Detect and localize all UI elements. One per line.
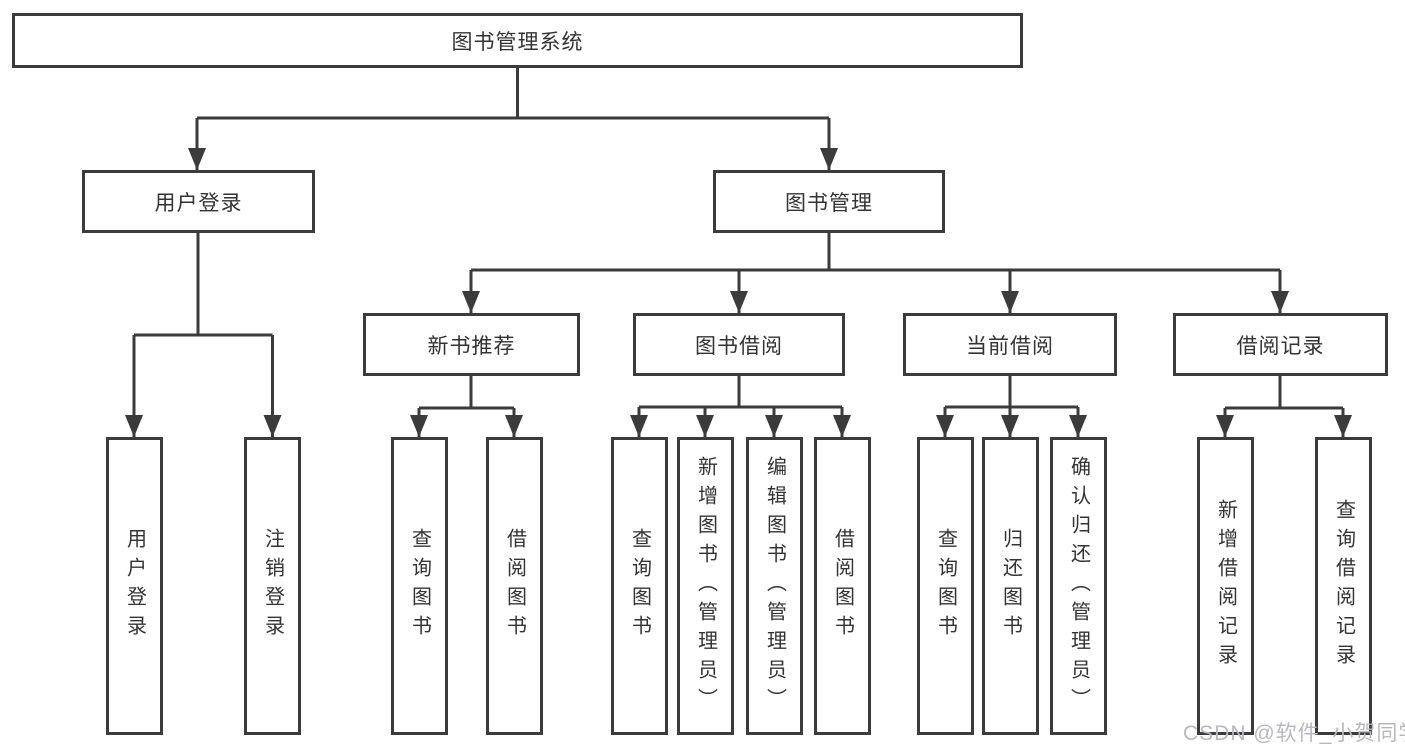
leaf-records-query-record-label: 查询借阅记录 [1332,499,1355,673]
leaf-current-query-books-label: 查询图书 [934,528,957,644]
leaf-borrowing-query-books-label: 查询图书 [628,528,651,644]
leaf-borrowing-borrow-books: 借阅图书 [814,437,871,735]
node-user-login: 用户登录 [82,170,315,233]
leaf-records-query-record: 查询借阅记录 [1315,437,1372,735]
leaf-logout: 注销登录 [244,437,301,735]
node-user-login-label: 用户登录 [154,191,243,215]
node-book-borrowing: 图书借阅 [633,313,845,376]
leaf-logout-label: 注销登录 [261,528,284,644]
node-new-book-recommend: 新书推荐 [363,313,580,376]
node-new-book-recommend-label: 新书推荐 [427,334,516,358]
node-borrowing-records: 借阅记录 [1173,313,1388,376]
node-current-borrowing: 当前借阅 [903,313,1117,376]
leaf-current-confirm-return-admin-label: 确认归还（管理员） [1067,455,1090,717]
node-borrowing-records-label: 借阅记录 [1236,334,1325,358]
node-book-management-label: 图书管理 [785,191,873,215]
leaf-current-return-books: 归还图书 [982,437,1039,735]
leaf-newbooks-query-books-label: 查询图书 [408,528,431,644]
leaf-borrowing-add-books-admin: 新增图书（管理员） [677,437,734,735]
node-root-label: 图书管理系统 [451,30,584,54]
leaf-borrowing-add-books-admin-label: 新增图书（管理员） [694,455,717,717]
leaf-borrowing-borrow-books-label: 借阅图书 [831,528,854,644]
leaf-records-add-record-label: 新增借阅记录 [1214,499,1237,673]
leaf-borrowing-query-books: 查询图书 [611,437,668,735]
leaf-records-add-record: 新增借阅记录 [1197,437,1254,735]
node-book-borrowing-label: 图书借阅 [695,334,783,358]
node-book-management: 图书管理 [713,170,945,233]
leaf-user-login-label: 用户登录 [123,528,146,644]
leaf-current-return-books-label: 归还图书 [999,528,1022,644]
leaf-current-confirm-return-admin: 确认归还（管理员） [1050,437,1107,735]
leaf-borrowing-edit-books-admin: 编辑图书（管理员） [746,437,803,735]
leaf-newbooks-borrow-books: 借阅图书 [486,437,543,735]
leaf-newbooks-query-books: 查询图书 [391,437,448,735]
leaf-newbooks-borrow-books-label: 借阅图书 [503,528,526,644]
csdn-watermark: CSDN @软件_小贺同学 [1183,722,1405,745]
leaf-borrowing-edit-books-admin-label: 编辑图书（管理员） [763,455,786,717]
leaf-current-query-books: 查询图书 [917,437,974,735]
node-current-borrowing-label: 当前借阅 [966,334,1054,358]
leaf-user-login: 用户登录 [106,437,163,735]
node-root-system: 图书管理系统 [12,13,1023,68]
